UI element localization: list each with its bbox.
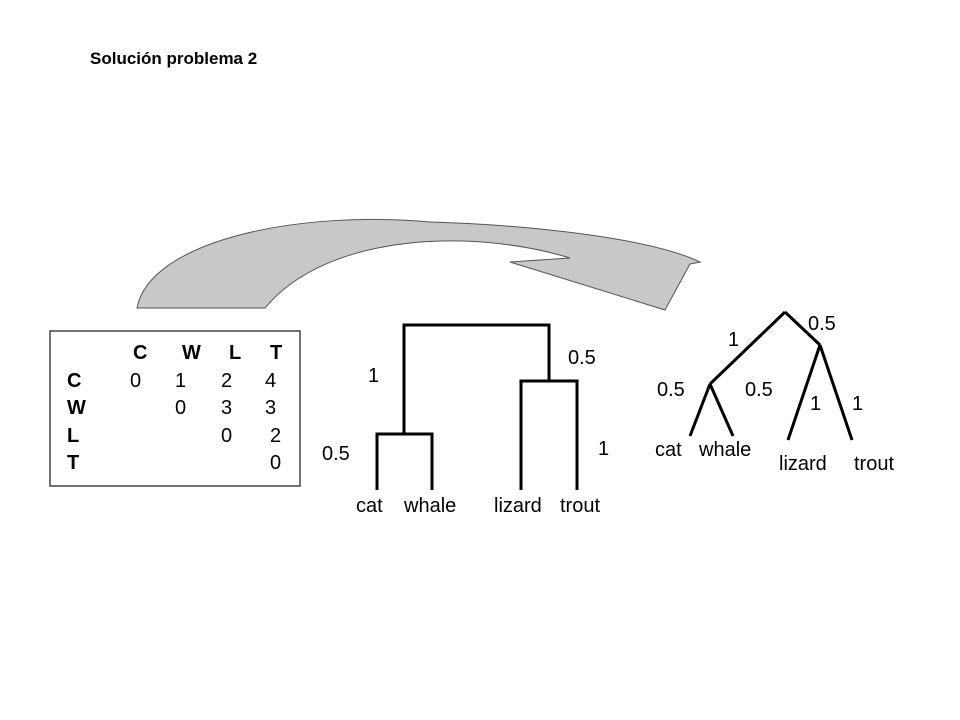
dendrogram-right-clade xyxy=(519,379,579,490)
matrix-col-header: C xyxy=(133,342,147,364)
matrix-row-header: T xyxy=(67,452,79,474)
distance-matrix-box xyxy=(49,330,301,487)
tree-branch-label: 1 xyxy=(810,393,821,415)
matrix-col-headers: C W L T xyxy=(133,342,282,364)
dendrogram-branch-label: 1 xyxy=(598,438,609,460)
tree-leaf-label: cat xyxy=(655,439,682,461)
matrix-cell: 0 xyxy=(270,452,281,474)
matrix-cell: 3 xyxy=(221,397,232,419)
tree-trout-edge xyxy=(818,344,854,441)
tree-lizard-edge xyxy=(786,344,822,441)
dendrogram xyxy=(375,323,579,490)
tree-leaves: cat whale lizard trout xyxy=(655,439,894,475)
dendrogram-leaves: cat whale lizard trout xyxy=(356,495,600,517)
tree-branch-label: 0.5 xyxy=(657,379,685,401)
tree-leaf-label: whale xyxy=(698,439,751,461)
matrix-row-header: L xyxy=(67,425,79,447)
tree-whale-edge xyxy=(708,383,735,437)
tree-branch-label: 0.5 xyxy=(808,313,836,335)
page-title: Solución problema 2 xyxy=(90,49,258,68)
dendrogram-leaf-label: cat xyxy=(356,495,383,517)
matrix-cells: 0 1 2 4 0 3 3 0 2 0 xyxy=(130,370,281,474)
matrix-cell: 4 xyxy=(265,370,276,392)
slanted-tree xyxy=(688,310,854,441)
tree-cat-edge xyxy=(688,383,712,437)
curved-arrow xyxy=(136,218,702,311)
matrix-cell: 1 xyxy=(175,370,186,392)
dendrogram-branch-label: 0.5 xyxy=(568,347,596,369)
tree-leaf-label: trout xyxy=(854,453,894,475)
dendrogram-branch-label: 1 xyxy=(368,365,379,387)
matrix-col-header: T xyxy=(270,342,282,364)
matrix-row-header: C xyxy=(67,370,81,392)
tree-root-left-edge xyxy=(708,310,787,386)
tree-root-right-edge xyxy=(783,310,822,347)
matrix-cell: 2 xyxy=(270,425,281,447)
matrix-cell: 0 xyxy=(221,425,232,447)
tree-leaf-label: lizard xyxy=(779,453,827,475)
matrix-row-headers: C W L T xyxy=(67,370,86,474)
matrix-cell: 3 xyxy=(265,397,276,419)
matrix-col-header: L xyxy=(229,342,241,364)
tree-branch-label: 1 xyxy=(852,393,863,415)
matrix-col-header: W xyxy=(182,342,201,364)
matrix-row-header: W xyxy=(67,397,86,419)
tree-branch-labels: 1 0.5 0.5 0.5 1 1 xyxy=(657,313,863,415)
dendrogram-branch-label: 0.5 xyxy=(322,443,350,465)
tree-branch-label: 1 xyxy=(728,329,739,351)
dendrogram-branch-labels: 1 0.5 0.5 1 xyxy=(322,347,609,465)
dendrogram-leaf-label: trout xyxy=(560,495,600,517)
dendrogram-leaf-label: lizard xyxy=(494,495,542,517)
matrix-cell: 0 xyxy=(175,397,186,419)
dendrogram-left-clade xyxy=(375,432,434,490)
matrix-cell: 0 xyxy=(130,370,141,392)
dendrogram-leaf-label: whale xyxy=(403,495,456,517)
matrix-cell: 2 xyxy=(221,370,232,392)
dendrogram-root-edge xyxy=(402,323,551,434)
tree-branch-label: 0.5 xyxy=(745,379,773,401)
